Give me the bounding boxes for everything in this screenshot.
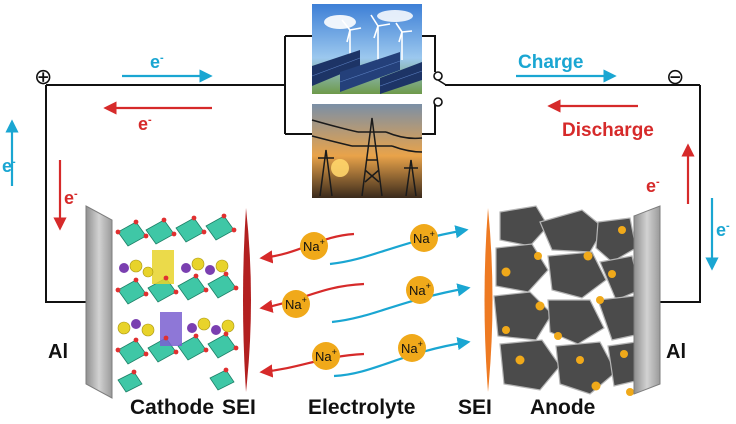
switch-contact-discharge xyxy=(433,97,443,107)
electron-label-discharge-top: e- xyxy=(138,114,152,134)
cathode-atoms-row-lower xyxy=(117,317,235,337)
na-ion: Na+ xyxy=(406,276,434,304)
electron-label-discharge-left: e- xyxy=(64,188,78,208)
wire-right xyxy=(660,85,701,303)
charge-ion-path-3 xyxy=(333,337,471,378)
svg-text:Na+: Na+ xyxy=(285,295,307,312)
svg-text:Na+: Na+ xyxy=(409,281,431,298)
cathode-atoms-row-upper xyxy=(119,257,229,278)
power-grid-image xyxy=(311,104,423,198)
negative-terminal: ⊖ xyxy=(666,64,684,89)
charge-label: Charge xyxy=(518,52,583,73)
discharge-ion-path-3 xyxy=(259,352,365,378)
sei-right-label: SEI xyxy=(458,396,492,419)
svg-text:Na+: Na+ xyxy=(315,347,337,364)
charge-ion-path-1 xyxy=(329,225,469,266)
renewable-energy-image xyxy=(311,4,423,94)
svg-text:Na+: Na+ xyxy=(413,229,435,246)
discharge-ion-path-2 xyxy=(259,282,365,313)
wire-left xyxy=(45,85,86,303)
na-ion: Na+ xyxy=(398,334,426,362)
al-current-collector-right xyxy=(633,205,661,395)
cathode-label: Cathode xyxy=(130,396,214,419)
switch-contact-charge xyxy=(433,71,443,81)
cathode-structure xyxy=(115,213,239,393)
electrolyte-label: Electrolyte xyxy=(308,396,415,419)
sei-left-label: SEI xyxy=(222,396,256,419)
electron-label-charge-left: e- xyxy=(2,156,16,176)
al-left-label: Al xyxy=(48,341,68,363)
anode-structure xyxy=(493,205,641,395)
electron-label-charge-top: e- xyxy=(150,52,164,72)
anode-label: Anode xyxy=(530,396,595,419)
discharge-label: Discharge xyxy=(562,120,654,141)
sei-cathode-layer xyxy=(243,208,251,392)
charge-ion-path-2 xyxy=(331,283,471,324)
na-ion: Na+ xyxy=(282,290,310,318)
al-current-collector-left xyxy=(85,205,113,399)
svg-text:Na+: Na+ xyxy=(303,237,325,254)
positive-terminal: ⊕ xyxy=(34,64,52,89)
svg-text:Na+: Na+ xyxy=(401,339,423,356)
electron-label-charge-right: e- xyxy=(716,220,730,240)
electron-label-discharge-right: e- xyxy=(646,176,660,196)
al-right-label: Al xyxy=(666,341,686,363)
sei-anode-layer xyxy=(484,208,493,392)
circuit-wires xyxy=(45,35,701,303)
na-ion: Na+ xyxy=(410,224,438,252)
anode-na-particles xyxy=(501,226,634,396)
na-ion: Na+ xyxy=(300,232,328,260)
na-ion: Na+ xyxy=(312,342,340,370)
